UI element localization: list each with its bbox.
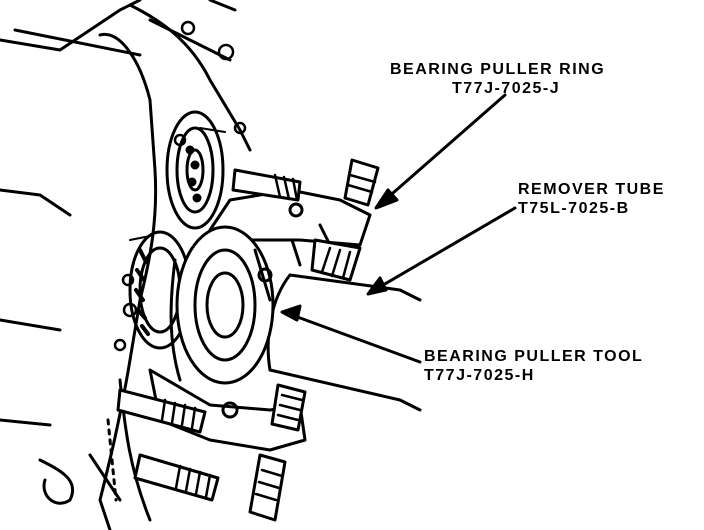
tool-part-number: T77J-7025-H (424, 367, 535, 384)
tube-label: REMOVER TUBE (518, 181, 665, 198)
tube-leader-line (376, 206, 517, 290)
tube-part-number: T75L-7025-B (518, 200, 630, 217)
tool-callout: BEARING PULLER TOOL T77J-7025-H (424, 347, 643, 385)
tool-stud-bolts (116, 383, 307, 522)
ring-label: BEARING PULLER RING (390, 61, 606, 78)
upper-bearing (165, 110, 226, 230)
tool-label: BEARING PULLER TOOL (424, 348, 644, 365)
ring-stud-bolts (231, 158, 380, 282)
tube-callout: REMOVER TUBE T75L-7025-B (518, 180, 665, 218)
ring-arrowhead (374, 188, 399, 210)
tube-arrowhead (366, 276, 388, 296)
tool-leader-line (290, 313, 422, 364)
ring-part-number: T77J-7025-J (452, 80, 561, 97)
ring-leader-line (383, 93, 507, 202)
tool-arrowhead (280, 304, 302, 322)
leader-arrows (280, 93, 517, 364)
ring-callout: BEARING PULLER RING T77J-7025-J (390, 60, 605, 98)
